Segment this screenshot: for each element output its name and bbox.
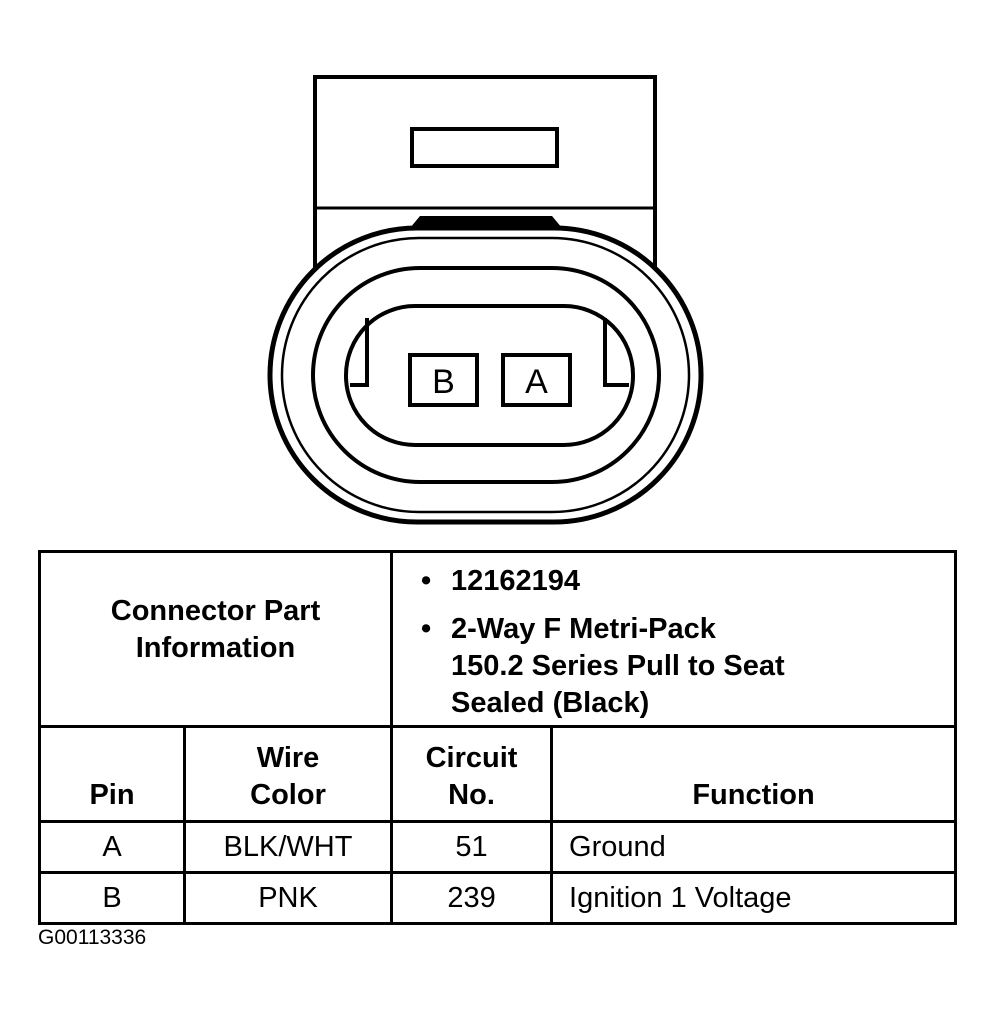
part-info-label: Connector Part Information	[41, 593, 390, 685]
wire-color-cell: BLK/WHT	[182, 820, 394, 874]
bullet-icon: •	[421, 613, 432, 645]
pin-cell: B	[38, 871, 186, 925]
part-info-values-cell: • 12162194 • 2-Way F Metri-Pack 150.2 Se…	[390, 550, 958, 728]
terminal-cavity-b	[408, 353, 479, 407]
column-header-circuit-no-line-2: No.	[448, 779, 495, 811]
part-number: 12162194	[451, 565, 581, 597]
connector-outer-body-inner-edge	[280, 236, 691, 514]
part-info-label-line-1: Connector Part	[110, 595, 321, 627]
function-cell: Ground	[550, 820, 958, 874]
column-header-pin: Pin	[38, 725, 186, 823]
circuit-cell: 51	[390, 820, 554, 874]
part-description-line-3: Sealed (Black)	[451, 687, 650, 719]
connector-inner-cavity	[344, 304, 635, 447]
polarization-key-left	[350, 318, 369, 387]
column-header-circuit-no-line-1: Circuit	[425, 742, 518, 774]
column-header-wire-color-line-1: Wire	[256, 742, 320, 774]
part-info-label-line-2: Information	[135, 632, 296, 664]
terminal-label-b: B	[432, 363, 455, 401]
column-header-function: Function	[550, 725, 958, 823]
function-cell: Ignition 1 Voltage	[550, 871, 958, 925]
part-number-item: • 12162194	[421, 563, 954, 600]
connector-lock-tab	[410, 127, 559, 168]
part-info-label-cell: Connector Part Information	[37, 550, 394, 728]
pin-cell: A	[38, 820, 186, 874]
terminal-cavity-a	[501, 353, 572, 407]
table-row: A BLK/WHT 51 Ground	[38, 820, 958, 874]
connector-pinout-table: Connector Part Information • 12162194 • …	[37, 550, 958, 925]
figure-id: G00113336	[38, 926, 147, 949]
polarization-key-right	[603, 318, 629, 387]
column-header-row: Pin Wire Color Circuit No. Function	[38, 725, 958, 823]
part-description-line-1: 2-Way F Metri-Pack	[451, 613, 716, 645]
column-header-wire-color-line-2: Color	[250, 779, 326, 811]
part-description-item: • 2-Way F Metri-Pack 150.2 Series Pull t…	[421, 611, 954, 722]
wire-color-cell: PNK	[182, 871, 394, 925]
connector-ridge	[410, 216, 562, 228]
column-header-function-label: Function	[692, 779, 815, 811]
column-header-circuit-no: Circuit No.	[390, 725, 554, 823]
part-info-row: Connector Part Information • 12162194 • …	[37, 550, 958, 728]
bullet-icon: •	[421, 565, 432, 597]
column-header-pin-label: Pin	[89, 779, 135, 811]
connector-face-diagram: B A	[267, 75, 704, 525]
part-description-line-2: 150.2 Series Pull to Seat	[451, 650, 785, 682]
column-header-wire-color: Wire Color	[182, 725, 394, 823]
circuit-cell: 239	[390, 871, 554, 925]
table-row: B PNK 239 Ignition 1 Voltage	[38, 871, 958, 925]
terminal-label-a: A	[525, 363, 548, 401]
